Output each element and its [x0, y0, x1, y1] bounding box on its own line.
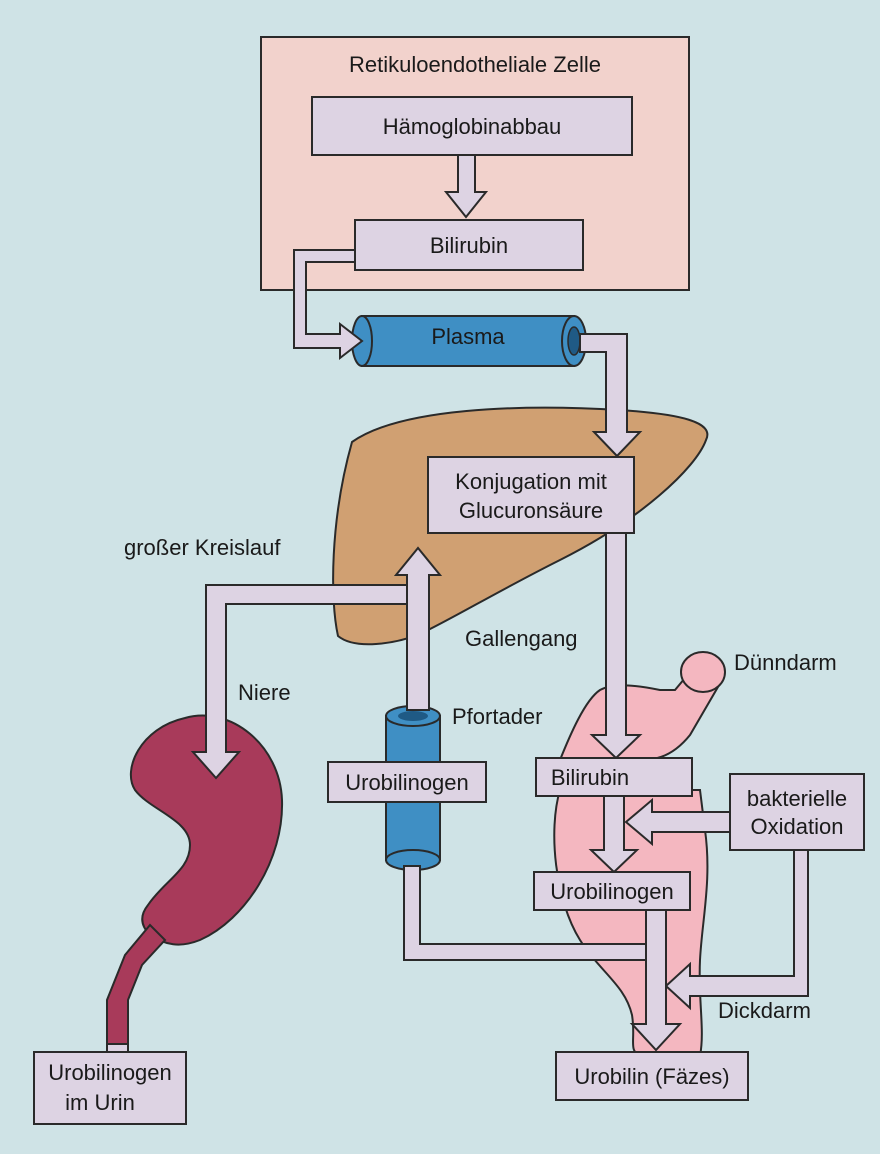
- urobilinogen-portal-label: Urobilinogen: [345, 770, 469, 795]
- portal-vein-opening: [398, 711, 428, 721]
- portal-vein-label: Pfortader: [452, 704, 543, 729]
- bacterial-label-line1: bakterielle: [747, 786, 847, 811]
- circulation-label: großer Kreislauf: [124, 535, 281, 560]
- cell-label: Retikuloendotheliale Zelle: [349, 52, 601, 77]
- bilirubin-top-label: Bilirubin: [430, 233, 508, 258]
- conjugation-label-line2: Glucuronsäure: [459, 498, 603, 523]
- plasma-label: Plasma: [431, 324, 505, 349]
- bacterial-label-line2: Oxidation: [751, 814, 844, 839]
- conjugation-label-line1: Konjugation mit: [455, 469, 607, 494]
- urine-label-line1: Urobilinogen: [48, 1060, 172, 1085]
- vessel-opening: [568, 327, 580, 355]
- urobilin-label: Urobilin (Fäzes): [574, 1064, 729, 1089]
- urobilinogen-gut-label: Urobilinogen: [550, 879, 674, 904]
- small-intestine-label: Dünndarm: [734, 650, 837, 675]
- haemoglobin-label: Hämoglobinabbau: [383, 114, 562, 139]
- small-intestine-end: [681, 652, 725, 692]
- large-intestine-label: Dickdarm: [718, 998, 811, 1023]
- bile-duct-label: Gallengang: [465, 626, 578, 651]
- urine-label-line2: im Urin: [65, 1090, 135, 1115]
- kidney-label: Niere: [238, 680, 291, 705]
- bilirubin-gut-label: Bilirubin: [551, 765, 629, 790]
